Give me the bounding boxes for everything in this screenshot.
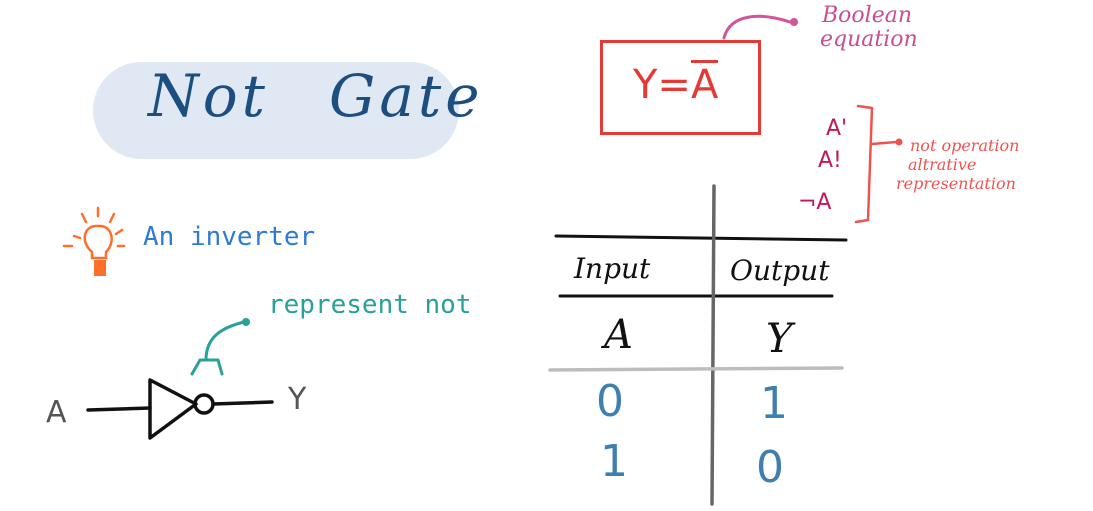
represent-not-text: represent not xyxy=(268,290,472,320)
alternatives-label: not operation altrative representation xyxy=(896,136,1020,193)
represent-not-bracket xyxy=(190,320,246,376)
inverter-text: An inverter xyxy=(143,222,316,252)
represent-not-bracket-right xyxy=(204,358,224,376)
gate-input-label: A xyxy=(46,395,67,430)
title-word-gate: Gate xyxy=(328,62,484,130)
lightbulb-icon xyxy=(62,206,126,276)
alternatives-arrow-line xyxy=(870,140,898,146)
table-symbol-input: A xyxy=(604,312,633,358)
boolean-label-line1: Boolean xyxy=(822,3,912,28)
alternative-not-a: ¬A xyxy=(798,190,832,215)
table-cell-r2-input: 1 xyxy=(600,436,628,487)
table-header-input: Input xyxy=(574,252,651,285)
equation-lhs: Y= xyxy=(633,62,691,108)
table-top-rule xyxy=(554,234,848,242)
title-pill xyxy=(93,62,459,159)
table-cell-r1-input: 0 xyxy=(596,376,624,427)
gate-output-label: Y xyxy=(288,382,307,417)
equation-rhs: A xyxy=(690,60,719,108)
truth-table-lines xyxy=(548,184,848,506)
equation-box xyxy=(600,40,761,135)
alt-label-line3: representation xyxy=(896,174,1016,193)
not-gate-symbol xyxy=(86,378,274,440)
table-column-divider xyxy=(710,184,716,506)
table-symbol-output: Y xyxy=(766,316,793,362)
table-header-output: Output xyxy=(730,254,830,287)
title-word-not: Not xyxy=(148,62,269,130)
alternatives-bracket xyxy=(854,104,874,224)
table-cell-r2-output: 0 xyxy=(756,442,784,493)
boolean-label-line2: equation xyxy=(820,27,918,52)
table-body-rule xyxy=(548,366,844,372)
alt-label-line2: altrative xyxy=(908,155,977,174)
represent-not-arrow-head xyxy=(242,318,250,326)
boolean-equation: Y=A xyxy=(633,60,719,108)
alternatives-arrow-head xyxy=(895,138,903,146)
alternative-a-prime: A' xyxy=(826,116,848,141)
boolean-label-arrow-head xyxy=(790,18,798,26)
page-title: Not Gate xyxy=(148,62,484,130)
boolean-label-arrow xyxy=(722,14,792,40)
boolean-equation-label: Boolean equation xyxy=(820,3,918,52)
alt-label-line1: not operation xyxy=(910,136,1020,155)
alternative-a-bang: A! xyxy=(818,148,842,173)
table-cell-r1-output: 1 xyxy=(760,378,788,429)
